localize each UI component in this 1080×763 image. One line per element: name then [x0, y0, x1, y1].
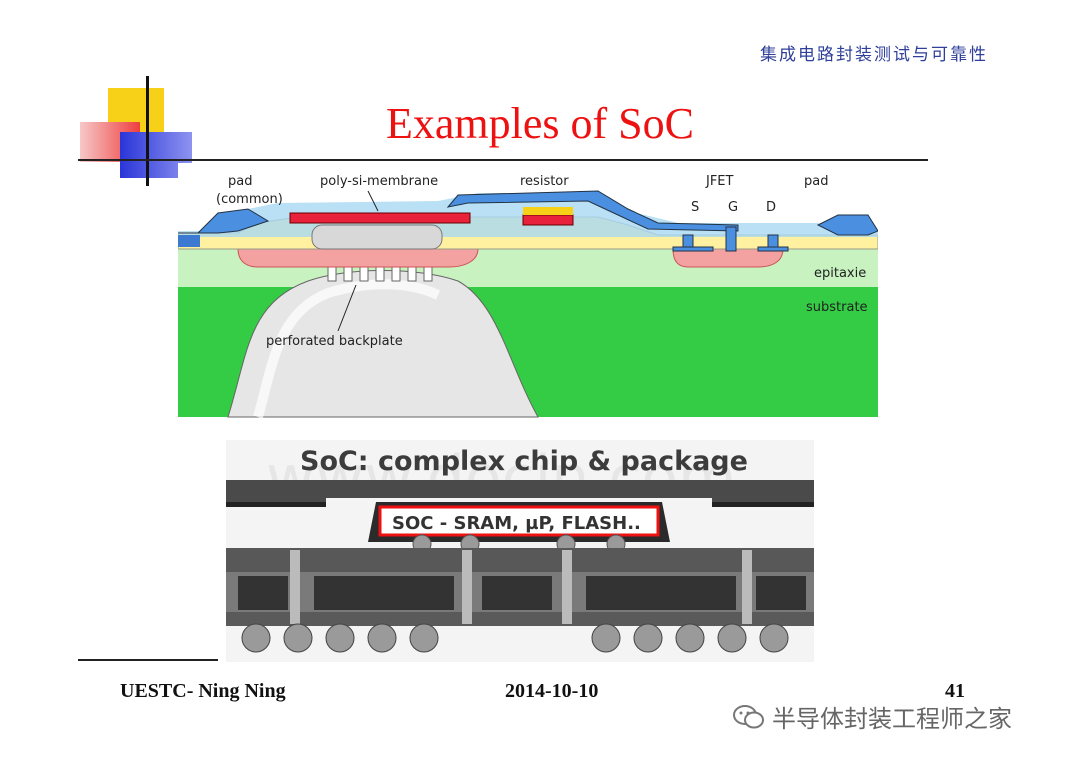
title-rule [78, 159, 928, 161]
label-epitaxie: epitaxie [814, 266, 866, 281]
footer-date: 2014-10-10 [505, 680, 599, 702]
mems-cross-section-figure: pad (common) poly-si-membrane resistor J… [178, 163, 878, 419]
slide-title: Examples of SoC [386, 99, 694, 148]
resistor-bar [522, 214, 574, 226]
label-d: D [766, 200, 776, 215]
label-membrane: poly-si-membrane [320, 174, 438, 189]
label-s: S [691, 200, 699, 215]
label-pad-right: pad [804, 174, 828, 189]
label-resistor: resistor [520, 174, 569, 189]
poly-si-membrane [289, 212, 471, 224]
footer-author: UESTC- Ning Ning [120, 680, 286, 702]
header-source-text: 集成电路封装测试与可靠性 [760, 45, 988, 65]
label-pad-common-2: (common) [216, 192, 283, 207]
wechat-account-name: 半导体封装工程师之家 [772, 705, 1012, 733]
jfet-contacts [672, 226, 789, 252]
footer-page-number: 41 [945, 680, 965, 702]
metal-resistor-line [446, 190, 739, 232]
label-pad-common-1: pad [228, 174, 252, 189]
wechat-icon [733, 704, 764, 728]
decor-vertical-line [146, 76, 149, 186]
metal-left-pad [178, 208, 270, 234]
label-g: G [728, 200, 738, 215]
label-substrate: substrate [806, 300, 868, 315]
metal-right-pad [816, 214, 878, 236]
package-balls [241, 623, 789, 653]
label-backplate: perforated backplate [266, 334, 403, 349]
soc-package-figure: www.docin.com SoC: complex chip & packag… [226, 440, 814, 662]
chip-label: SOC - SRAM, µP, FLASH.. [392, 513, 641, 534]
chip-label-box [378, 505, 660, 537]
footer-rule [78, 659, 218, 661]
label-jfet: JFET [705, 174, 734, 189]
wechat-watermark: 半导体封装工程师之家 [732, 699, 1012, 734]
package-title: SoC: complex chip & package [300, 446, 748, 477]
